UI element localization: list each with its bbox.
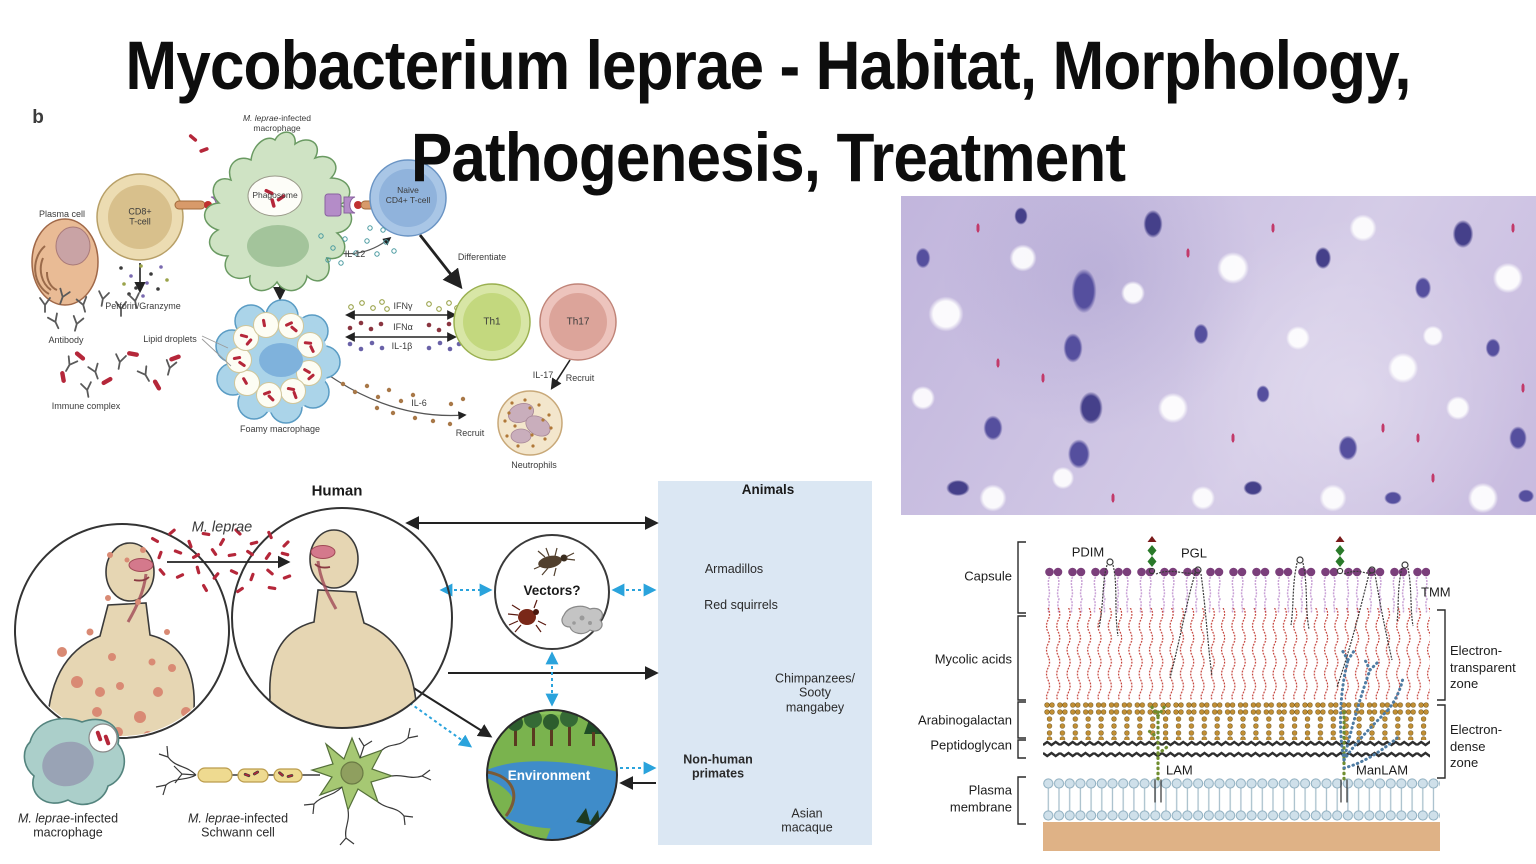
infected-macrophage: [188, 131, 353, 292]
manlam-chain: [1339, 648, 1405, 803]
page-title-line1: Mycobacterium leprae - Habitat, Morpholo…: [125, 27, 1411, 104]
il12-cytokines: [318, 225, 397, 266]
manlam-label: ManLAM: [1356, 762, 1409, 778]
perforin-label: Perforin/Granzyme: [105, 300, 181, 311]
ifn-alpha-dots: [347, 320, 461, 333]
tmm-label: TMM: [1421, 584, 1451, 600]
differentiate-label: Differentiate: [457, 251, 507, 262]
panel-letter: b: [32, 107, 44, 129]
th1-cell: [453, 283, 531, 361]
electron-dense-label: Electron- dense zone: [1450, 722, 1503, 771]
mleprae-label: M. leprae: [191, 519, 253, 536]
naive-cd4-label: Naive CD4+ T-cell: [385, 185, 431, 205]
ifn-alpha-label: IFNα: [393, 321, 413, 332]
infected-schwann-cell: [155, 727, 432, 846]
pdim-pgl-chains: [1098, 556, 1414, 688]
human-susceptible: [231, 507, 453, 729]
th1-label: Th1: [483, 316, 501, 328]
lipid-droplets-label: Lipid droplets: [143, 333, 197, 344]
capsule-layer: [1043, 565, 1430, 613]
th17-label: Th17: [566, 316, 590, 328]
tick-icon: [507, 599, 547, 633]
basal-layer: [1043, 822, 1440, 851]
vectors-label: Vectors?: [523, 583, 581, 599]
mycolic-acid-layer: [1043, 608, 1430, 700]
vectors-circle: [494, 534, 610, 650]
transmission-diagram: Human M. leprae Vectors? Environment Ani…: [0, 480, 890, 864]
mycolic-acids-label: Mycolic acids: [934, 651, 1012, 667]
animals-title: Animals: [741, 482, 795, 498]
cd8-tcell: [96, 173, 184, 261]
arabinogalactan-layer: [1043, 700, 1430, 740]
il12-label: IL-12: [344, 248, 366, 259]
foamy-macrophage-label: Foamy macrophage: [239, 423, 321, 434]
neutrophils-label: Neutrophils: [511, 459, 557, 470]
il6-dots: [340, 381, 466, 427]
cell-wall-graphics: [1017, 536, 1446, 851]
asian-macaque-label: Asian macaque: [781, 806, 833, 835]
perforin-granzyme-dots: [119, 264, 169, 298]
peptidoglycan-layer: [1043, 740, 1430, 758]
infected-macrophage-cell: [23, 717, 126, 806]
plasma-cell-label: Plasma cell: [38, 208, 86, 219]
human-label: Human: [311, 482, 363, 500]
immune-complex-label: Immune complex: [51, 400, 121, 411]
th17-cell: [539, 283, 617, 361]
animals-panel: [658, 481, 872, 845]
naive-cd4-tcell: [369, 159, 447, 237]
mleprae-droplet-cloud: [150, 527, 292, 594]
environment-label: Environment: [507, 768, 591, 784]
layer-brackets: [1017, 541, 1446, 825]
pgl-label: PGL: [1180, 545, 1208, 561]
antibody-label: Antibody: [48, 334, 84, 345]
peptidoglycan-label: Peptidoglycan: [930, 737, 1012, 753]
pdim-label: PDIM: [1071, 544, 1105, 560]
amoeba-icon: [561, 605, 603, 635]
arabinogalactan-label: Arabinogalactan: [918, 712, 1012, 728]
transmission-graphics: [14, 481, 872, 846]
ifn-gamma-label: IFNγ: [393, 300, 413, 311]
red-squirrels-label: Red squirrels: [704, 597, 778, 612]
cd8-label: CD8+ T-cell: [128, 206, 152, 227]
armadillos-label: Armadillos: [704, 561, 764, 576]
immune-complex: [59, 350, 182, 399]
il6-label: IL-6: [411, 397, 427, 408]
capsule-label: Capsule: [964, 568, 1012, 584]
pgl-glycan-glyphs: [1147, 536, 1345, 575]
neutrophil: [497, 390, 563, 456]
page-title: Mycobacterium leprae - Habitat, Morpholo…: [77, 20, 1459, 204]
histology-micrograph: [901, 196, 1536, 515]
pathogenesis-graphics: [31, 131, 617, 456]
plasma-membrane-layer: [1043, 777, 1440, 822]
kissing-bug-icon: [533, 547, 576, 577]
electron-transparent-label: Electron- transparent zone: [1450, 643, 1516, 692]
plasma-cell: [31, 218, 99, 306]
lam-label: LAM: [1166, 762, 1193, 778]
recruit-upper-label: Recruit: [565, 372, 595, 383]
page-title-line2: Pathogenesis, Treatment: [410, 119, 1126, 196]
recruit-lower-label: Recruit: [455, 427, 485, 438]
foamy-macrophage: [201, 299, 341, 424]
phagosome-label: Phagosome: [252, 190, 298, 201]
transmission-arrows: [397, 516, 659, 790]
plasma-membrane-label: Plasma membrane: [949, 782, 1012, 814]
chimpanzees-label: Chimpanzees/ Sooty mangabey: [775, 671, 855, 715]
non-human-primates-label: Non-human primates: [683, 752, 753, 781]
lam-chain: [1147, 704, 1169, 803]
il17-label: IL-17: [532, 369, 554, 380]
cell-wall-diagram: Capsule Mycolic acids Arabinogalactan Pe…: [900, 530, 1536, 864]
il1-beta-label: IL-1β: [391, 340, 413, 351]
